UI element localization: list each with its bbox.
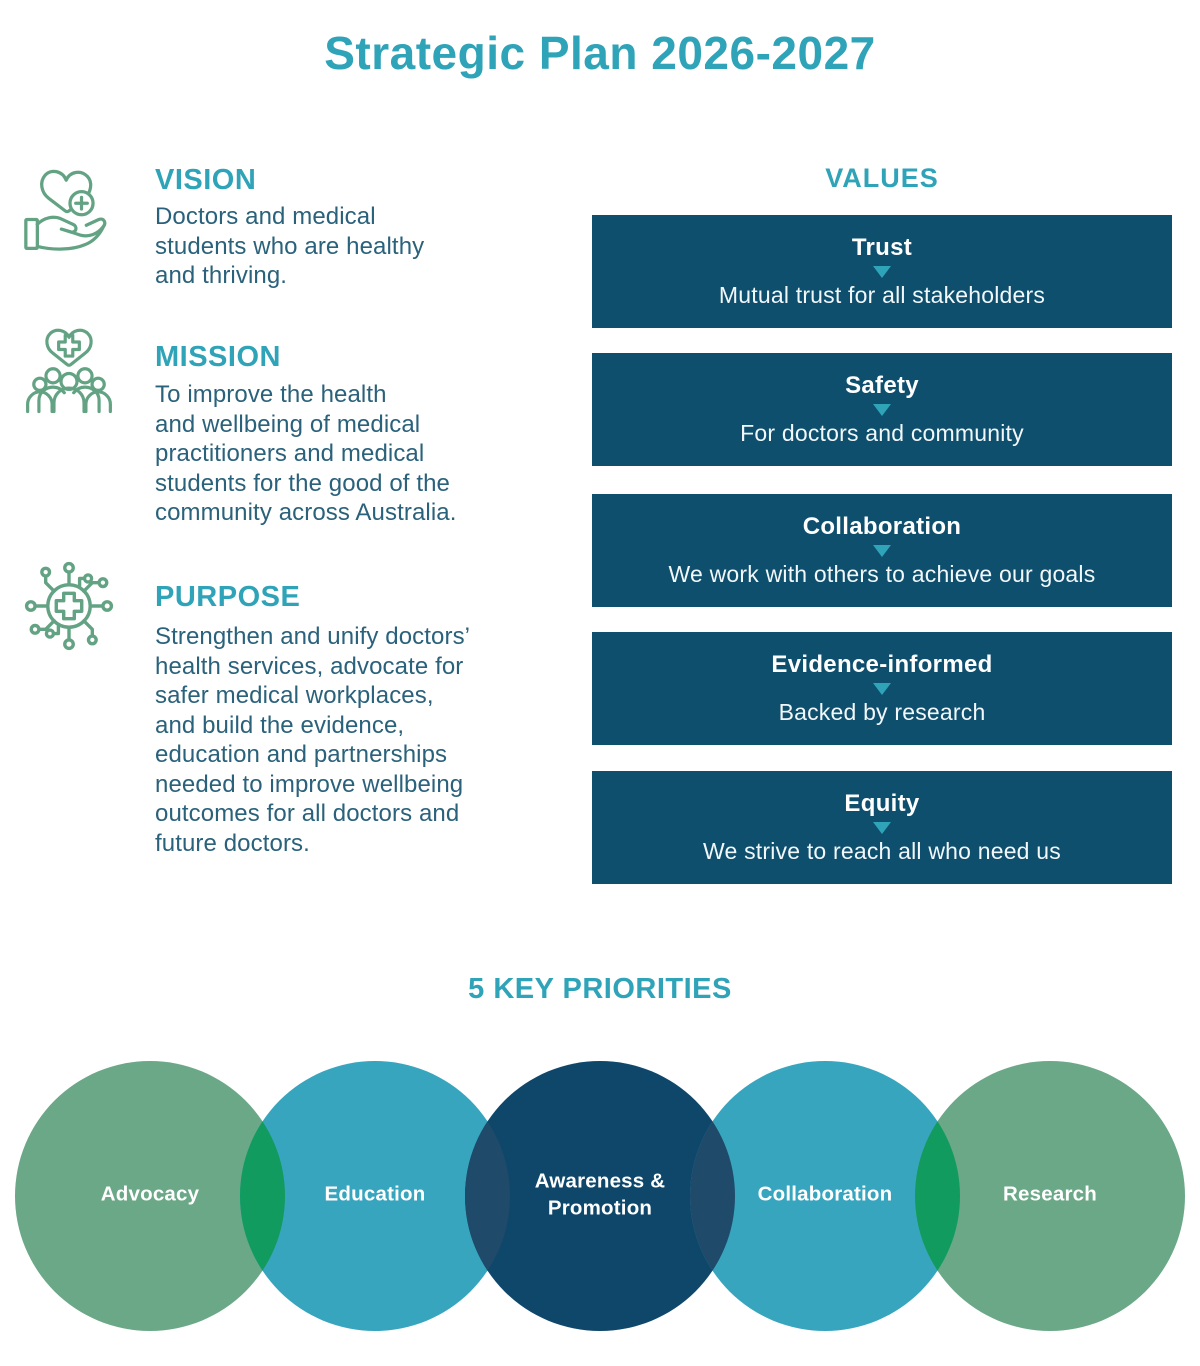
values-heading: VALUES [825,163,939,193]
priority-label-advocacy: Advocacy [100,1182,200,1206]
value-title: Collaboration [802,513,962,540]
vision-heading: VISION [155,164,257,196]
value-title: Equity [844,790,920,817]
mission-heading: MISSION [155,341,281,373]
value-description: We strive to reach all who need us [703,838,1061,864]
value-description: Backed by research [778,699,986,725]
purpose-body: Strengthen and unify doctors’ health ser… [155,623,471,857]
triangle-down-icon [873,683,891,695]
triangle-down-icon [873,822,891,834]
circle-research [915,1061,1185,1331]
triangle-down-icon [873,266,891,278]
value-description: Mutual trust for all stakeholders [718,282,1046,308]
value-card-collaboration: Collaboration We work with others to ach… [592,494,1172,607]
value-description: We work with others to achieve our goals [668,561,1096,587]
purpose-heading: PURPOSE [155,581,301,613]
circle-education [240,1061,510,1331]
value-description: For doctors and community [740,420,1024,446]
network-cross-icon [16,552,122,660]
priority-label-awareness-promotion: Awareness & Promotion [534,1169,666,1219]
priority-label-research: Research [1003,1182,1097,1206]
value-card-equity: Equity We strive to reach all who need u… [592,771,1172,884]
value-card-trust: Trust Mutual trust for all stakeholders [592,215,1172,328]
hand-heart-icon [22,156,118,260]
value-title: Trust [851,234,913,261]
circle-awareness-promotion [465,1061,735,1331]
page-title: Strategic Plan 2026-2027 [324,27,876,79]
value-card-evidence-informed: Evidence-informed Backed by research [592,632,1172,745]
value-title: Safety [845,372,919,399]
circle-advocacy [15,1061,285,1331]
triangle-down-icon [873,404,891,416]
value-card-safety: Safety For doctors and community [592,353,1172,466]
value-title: Evidence-informed [771,651,993,678]
heart-people-icon [22,318,116,428]
vision-body: Doctors and medical students who are hea… [155,203,425,289]
priority-label-collaboration: Collaboration [757,1182,893,1206]
triangle-down-icon [873,545,891,557]
priority-label-education: Education [324,1182,426,1206]
circle-collaboration [690,1061,960,1331]
priorities-heading: 5 KEY PRIORITIES [468,973,732,1005]
mission-body: To improve the health and wellbeing of m… [155,381,457,526]
priorities-venn-diagram [15,1061,1185,1331]
